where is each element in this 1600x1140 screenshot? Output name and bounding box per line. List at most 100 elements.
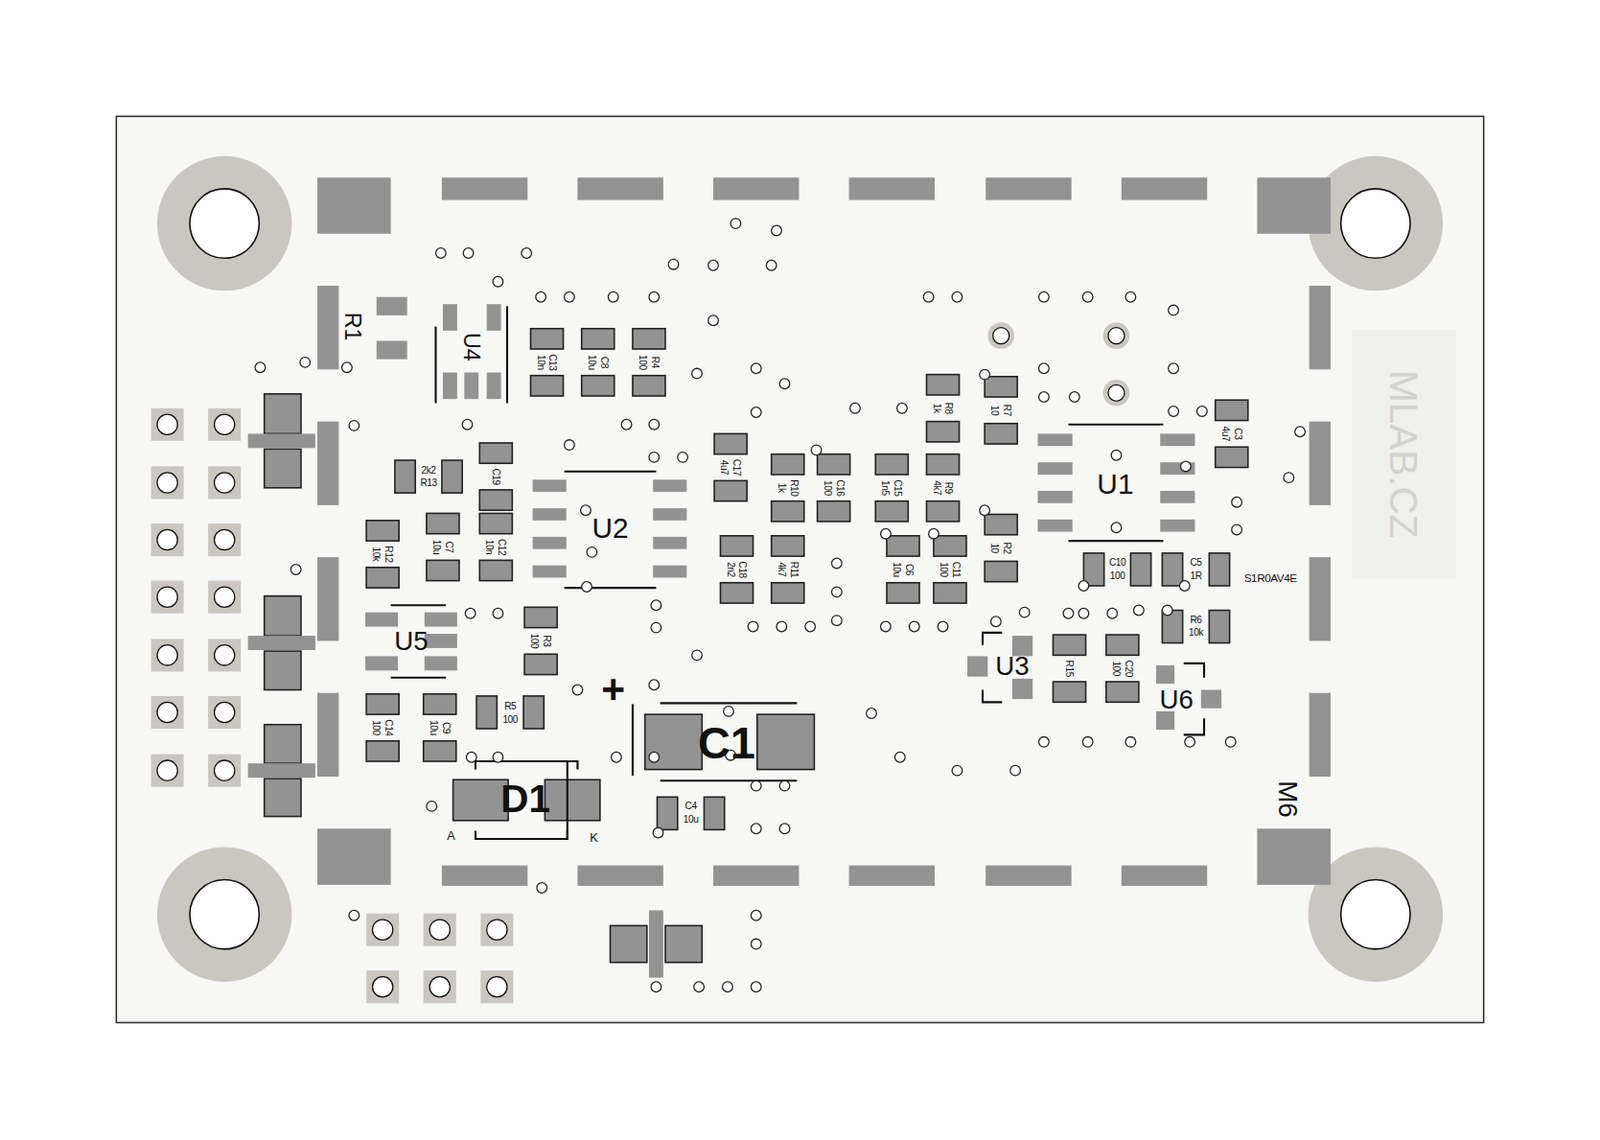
via [1225,737,1236,748]
copper-pad [533,536,567,550]
copper-pad [394,460,416,493]
copper-pad [486,303,502,331]
copper-pad [248,635,316,650]
via-ring [1103,322,1131,349]
via [750,363,762,374]
header-hole [214,701,235,722]
header-hole [214,645,235,666]
via [937,621,949,632]
header-hole [214,586,235,607]
silkscreen-line [660,701,798,704]
via [650,622,662,633]
silkscreen-line [660,779,798,782]
header-pad [208,695,241,729]
header-hole [157,760,178,781]
header-pad [151,408,185,441]
copper-pad [632,375,666,396]
diode-cathode-bar [566,761,569,839]
copper-pad [264,596,302,637]
via [621,418,632,430]
part-value: 100 [530,633,540,650]
copper-pad [875,501,908,522]
copper-pad [933,535,967,557]
silkscreen-line [564,470,657,473]
via [1161,604,1173,616]
via [1231,496,1243,508]
silkscreen-line [1067,423,1163,426]
via [1111,522,1122,534]
part-value: R8 [944,402,954,415]
mounting-ring [157,846,293,982]
copper-pad [476,695,497,729]
copper-pad [1038,519,1073,533]
via-hole [1108,384,1125,401]
copper-pad [264,724,302,764]
via-hole [1108,327,1125,345]
header-hole [157,529,178,550]
copper-pad [652,479,687,492]
copper-pad [1052,634,1086,655]
copper-pad [533,508,567,521]
copper-pad [967,655,988,676]
header-pad [151,754,185,788]
via [1039,392,1050,403]
part-value: C17 [731,459,742,476]
part-value: R5 [504,701,516,712]
header-pad [151,695,185,729]
part-value: C10 [1109,556,1126,567]
copper-pad [486,372,502,400]
part-value: C15 [893,479,904,496]
via [1181,461,1192,472]
via [668,258,679,270]
part-designator: U5 [394,627,428,655]
via [649,751,660,763]
via [1231,524,1243,535]
via [1078,580,1090,592]
header-pad [208,465,241,499]
via [747,621,759,632]
copper-pad [1083,553,1104,586]
via [1063,607,1074,619]
header-hole [157,472,178,493]
via [1107,607,1118,619]
part-value: 10u [892,561,903,578]
header-pad [151,638,185,672]
copper-pad [376,297,408,316]
via [779,378,790,390]
copper-pad [714,433,747,454]
header-hole [372,919,394,940]
copper-pad [366,694,399,715]
header-hole [157,701,178,722]
copper-pad [524,653,557,674]
copper-pad [985,865,1071,886]
via [1134,604,1145,616]
part-value: R3 [541,634,552,647]
via [750,823,762,835]
part-value: A [446,829,456,842]
header-hole [157,414,178,435]
part-value: C18 [738,560,748,578]
via [1125,291,1137,302]
header-pad [366,970,399,1003]
copper-pad [1052,681,1086,702]
copper-pad [1156,711,1175,730]
part-value: 4k7 [931,480,942,495]
via [649,452,660,464]
part-value: 100 [502,714,518,724]
copper-pad [984,560,1018,581]
copper-pad [1156,665,1175,684]
copper-pad [1309,693,1331,777]
via [722,981,734,993]
via [923,291,934,302]
copper-pad [577,865,663,886]
copper-pad [713,865,799,886]
copper-pad [771,535,805,557]
part-value: C9 [440,721,451,734]
header-pad [423,913,457,947]
silkscreen-line [631,703,634,776]
header-pad [208,523,241,557]
via [831,586,842,598]
part-value: R13 [419,477,437,487]
part-value: 10n [485,539,495,556]
